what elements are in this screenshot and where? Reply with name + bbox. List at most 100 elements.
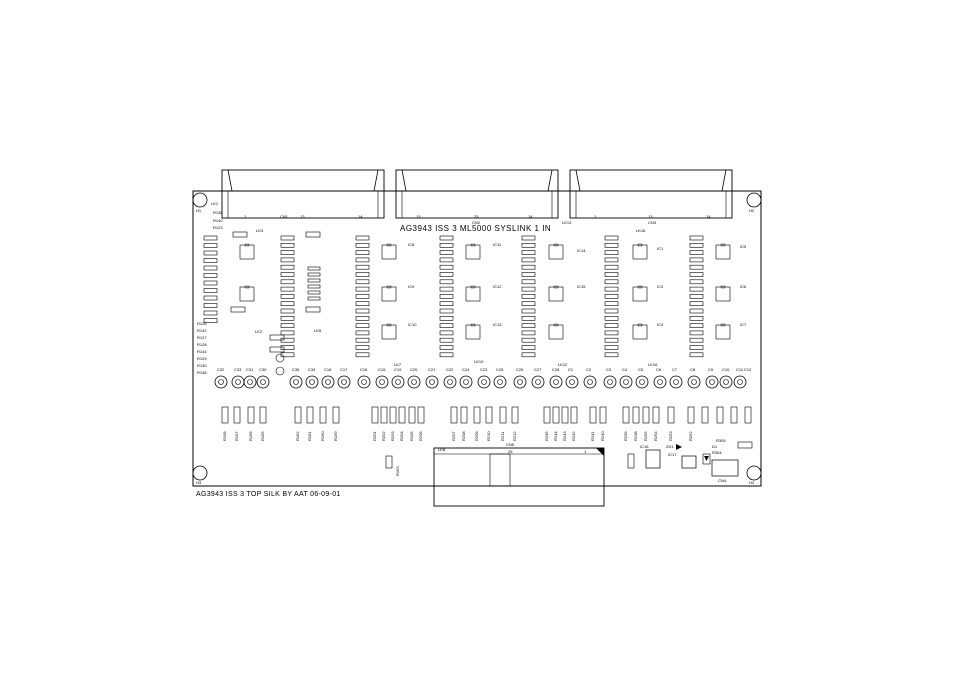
- resistor-vertical: [687, 406, 695, 424]
- ic-labels: IC8 IC9 IC10 IC11 IC12 IC13 IC14 IC15 IC…: [408, 242, 747, 327]
- ic-notch: [720, 323, 726, 327]
- svg-text:CN5: CN5: [506, 442, 515, 447]
- capacitor-label: C1: [568, 367, 574, 372]
- capacitor-pad: [481, 379, 487, 385]
- ic-notch: [553, 243, 559, 247]
- connector-cn1: CN1 1 13 14: [221, 169, 385, 219]
- capacitor-label: C21: [428, 367, 436, 372]
- resistor-bar: [203, 288, 218, 293]
- resistor-bar: [521, 330, 536, 336]
- capacitor-pad: [247, 379, 253, 385]
- capacitor-footprint: [407, 375, 421, 389]
- capacitor-footprint: [635, 375, 649, 389]
- resistor-bar: [604, 323, 619, 328]
- capacitor-pad: [691, 379, 697, 385]
- ic-package: [632, 286, 648, 302]
- bottom-resistor-label: R206: [418, 431, 423, 441]
- resistor-bar: [280, 264, 295, 270]
- bottom-resistor-label: R160: [320, 431, 325, 441]
- bottom-resistor-label: R209: [474, 431, 479, 441]
- svg-text:IC4: IC4: [657, 322, 664, 327]
- capacitor-pad: [723, 379, 729, 385]
- bottom-resistor-label: R254: [653, 431, 658, 441]
- ic-notch: [244, 285, 250, 289]
- resistor-bar: [521, 250, 536, 255]
- capacitor-footprint: [243, 375, 257, 389]
- resistor-bar: [689, 294, 704, 299]
- svg-text:H1: H1: [196, 208, 202, 213]
- resistor-bar: [689, 323, 704, 328]
- resistor-bar: [689, 308, 704, 314]
- capacitor-footprint: [705, 375, 719, 389]
- resistor-bar: [355, 294, 370, 299]
- capacitor-pad: [361, 379, 367, 385]
- svg-text:IC10: IC10: [408, 322, 417, 327]
- capacitor-pad: [673, 379, 679, 385]
- bottom-resistor-label: R208: [461, 431, 466, 441]
- capacitor-pad: [623, 379, 629, 385]
- svg-text:LK8: LK8: [438, 447, 446, 452]
- capacitor-label: C35: [292, 367, 300, 372]
- resistor-vertical: [622, 406, 630, 424]
- ic-notch: [470, 285, 476, 289]
- resistor-bar: [203, 273, 218, 278]
- resistor-bar: [604, 235, 619, 241]
- resistor-bar: [521, 352, 536, 358]
- svg-text:25: 25: [508, 449, 513, 454]
- resistor-bar: [604, 264, 619, 270]
- resistor-bar: [203, 243, 218, 248]
- capacitor-pad: [657, 379, 663, 385]
- resistor-vertical: [332, 406, 340, 424]
- resistor-bar: [604, 286, 619, 292]
- small-component: [269, 346, 285, 353]
- small-transistor: [275, 353, 285, 363]
- svg-text:1: 1: [594, 214, 597, 219]
- capacitor-footprint: [391, 375, 405, 389]
- capacitor-label: C7: [672, 367, 678, 372]
- capacitor-footprint: [459, 375, 473, 389]
- resistor-bar: [203, 280, 218, 286]
- svg-text:IC11: IC11: [493, 242, 502, 247]
- capacitor-label: C16: [360, 367, 368, 372]
- mount-hole-bottom-left: H3: [192, 465, 208, 485]
- capacitor-label: C32: [217, 367, 225, 372]
- capacitor-label: C15: [378, 367, 386, 372]
- capacitor-pad: [587, 379, 593, 385]
- capacitor-pad: [411, 379, 417, 385]
- capacitor-label: C9: [708, 367, 714, 372]
- svg-text:R130: R130: [197, 363, 207, 368]
- capacitor-pad: [463, 379, 469, 385]
- resistor-vertical: [233, 406, 241, 424]
- resistor-bar: [203, 265, 218, 271]
- capacitor-footprint: [619, 375, 633, 389]
- resistor-bar: [439, 308, 454, 314]
- capacitor-footprint: [214, 375, 228, 389]
- resistor-bar: [355, 243, 370, 248]
- resistor-bar: [521, 337, 536, 343]
- resistor-bar: [689, 279, 704, 285]
- capacitor-label: C24: [462, 367, 470, 372]
- svg-text:1: 1: [584, 449, 587, 454]
- capacitor-footprint: [256, 375, 270, 389]
- capacitor-footprint: [305, 375, 319, 389]
- resistor-bar: [355, 330, 370, 336]
- repeated-components: [203, 231, 752, 424]
- ic-package: [548, 244, 564, 260]
- resistor-bar: [203, 318, 218, 323]
- resistor-bar: [439, 352, 454, 358]
- capacitor-label: C17: [340, 367, 348, 372]
- bottom-resistor-label: R210: [486, 431, 491, 441]
- capacitor-label: C22: [446, 367, 454, 372]
- svg-text:CN2: CN2: [472, 220, 481, 225]
- ic-package: [381, 244, 397, 260]
- capacitor-label: C12: [744, 367, 752, 372]
- resistor-bar: [439, 279, 454, 285]
- resistor-vertical: [499, 406, 507, 424]
- resistor-vertical: [398, 406, 406, 424]
- capacitor-pad: [709, 379, 715, 385]
- capacitor-footprint: [321, 375, 335, 389]
- resistor-vertical: [599, 406, 607, 424]
- svg-text:R304: R304: [712, 450, 722, 455]
